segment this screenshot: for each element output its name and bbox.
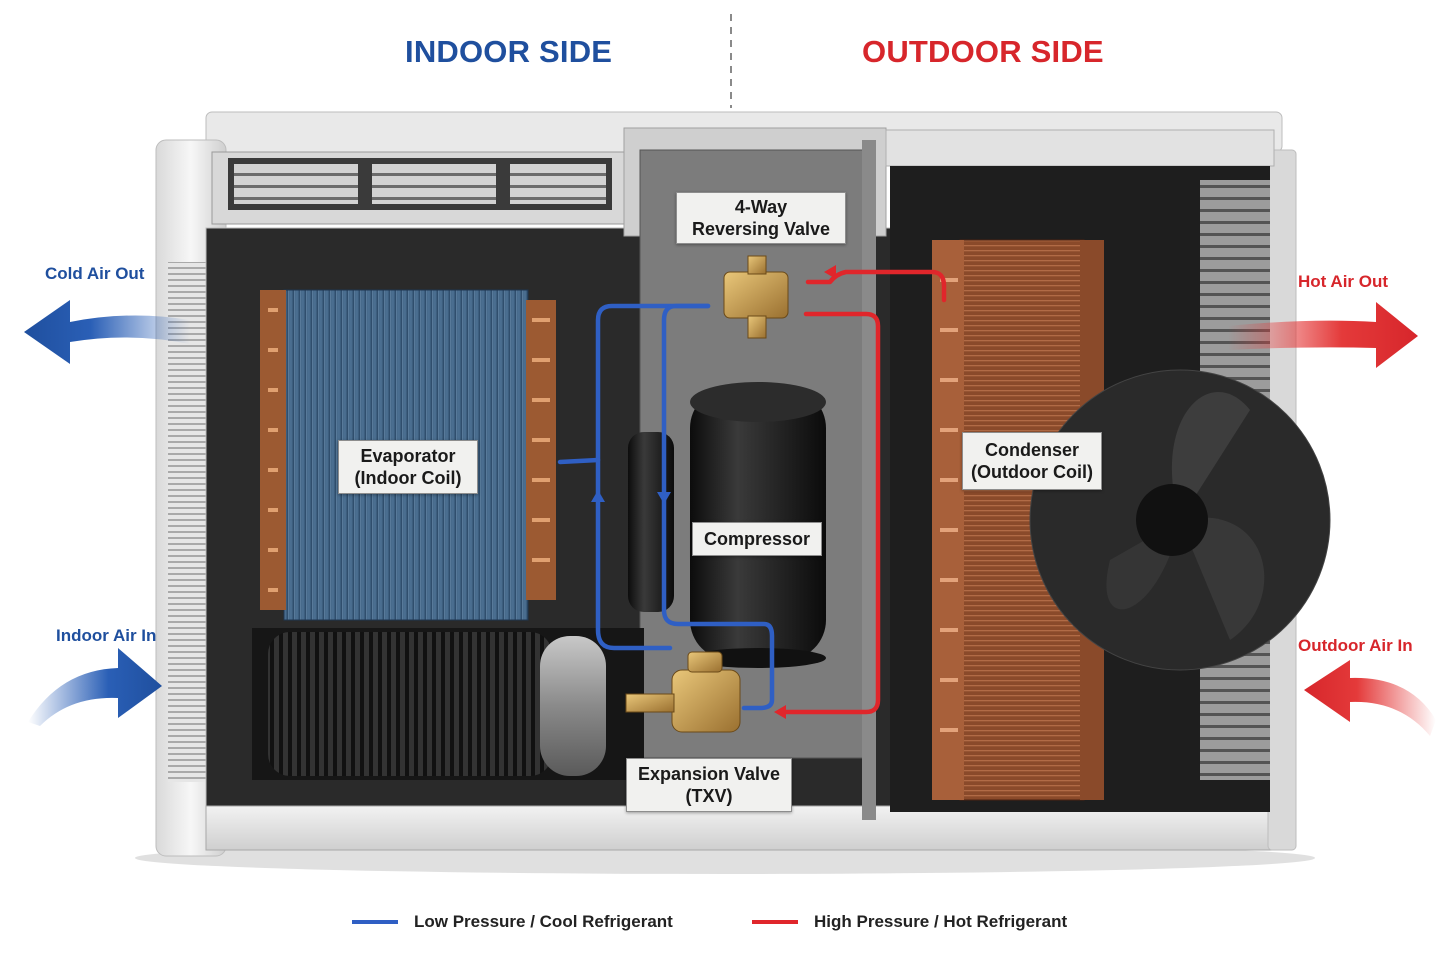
condenser-label-line2: (Outdoor Coil) <box>971 462 1093 482</box>
legend-item-high-pressure: High Pressure / Hot Refrigerant <box>752 912 1067 932</box>
legend: Low Pressure / Cool Refrigerant High Pre… <box>352 912 1112 938</box>
base-pan <box>205 805 1283 851</box>
cold-air-out-label: Cold Air Out <box>45 264 145 283</box>
hot-air-out-label: Hot Air Out <box>1298 272 1389 291</box>
legend-label-low: Low Pressure / Cool Refrigerant <box>414 912 673 931</box>
flow-arrow-low <box>591 490 605 502</box>
expansion-valve-label-line2: (TXV) <box>685 786 733 806</box>
outdoor-air-in-label: Outdoor Air In <box>1298 636 1413 655</box>
outdoor-side-heading: OUTDOOR SIDE <box>862 34 1104 69</box>
indoor-blower <box>252 628 644 780</box>
outdoor-fan <box>1029 369 1331 671</box>
condenser-label-line1: Condenser <box>984 440 1080 460</box>
evaporator-label: Evaporator (Indoor Coil) <box>338 440 478 494</box>
reversing-valve-label-line1: 4-Way <box>734 197 788 217</box>
outdoor-air-in-arrow <box>1304 660 1436 736</box>
expansion-valve-label: Expansion Valve (TXV) <box>626 758 792 812</box>
low-pressure-lines <box>557 303 775 711</box>
hot-air-out-arrow <box>1228 302 1418 368</box>
evaporator-label-line2: (Indoor Coil) <box>354 468 462 488</box>
reversing-valve-label: 4-Way Reversing Valve <box>676 192 846 244</box>
indoor-air-in-arrow <box>28 648 162 726</box>
indoor-air-in-label: Indoor Air In <box>56 626 157 645</box>
compressor-label: Compressor <box>692 522 822 556</box>
flow-arrow-low <box>657 492 671 504</box>
evaporator-label-line1: Evaporator <box>360 446 456 466</box>
condenser-label: Condenser (Outdoor Coil) <box>962 432 1102 490</box>
reversing-valve-label-line2: Reversing Valve <box>691 219 831 239</box>
legend-label-high: High Pressure / Hot Refrigerant <box>814 912 1068 931</box>
expansion-valve <box>625 651 741 733</box>
legend-item-low-pressure: Low Pressure / Cool Refrigerant <box>352 912 673 932</box>
indoor-discharge-vent <box>211 151 627 225</box>
reversing-valve <box>723 255 789 339</box>
expansion-valve-label-line1: Expansion Valve <box>637 764 781 784</box>
legend-swatch-high <box>752 920 798 924</box>
high-pressure-lines <box>783 269 947 715</box>
flow-arrow-high <box>774 705 786 719</box>
cold-air-out-arrow <box>24 300 190 364</box>
legend-swatch-low <box>352 920 398 924</box>
indoor-side-heading: INDOOR SIDE <box>405 34 613 69</box>
flow-arrow-high <box>824 265 836 279</box>
compressor-label-line1: Compressor <box>703 529 811 549</box>
